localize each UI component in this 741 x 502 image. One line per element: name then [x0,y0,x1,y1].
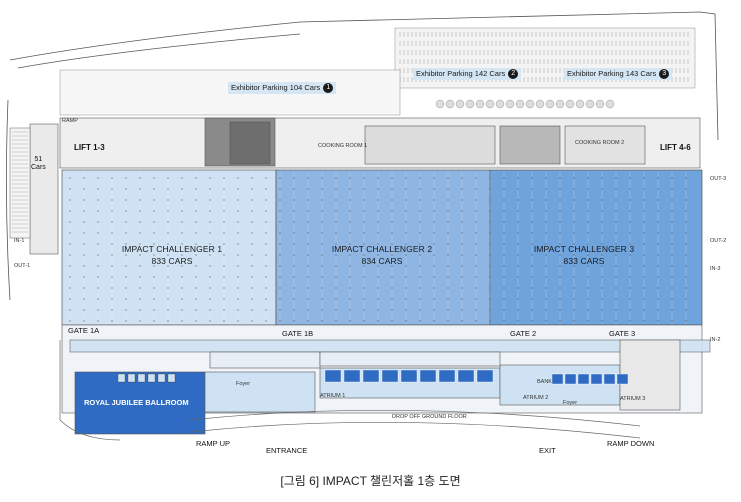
meeting-room [577,373,590,385]
meeting-room [616,373,629,385]
planter [525,99,535,109]
planter [565,99,575,109]
meeting-room [362,369,380,383]
planter [455,99,465,109]
meeting-room [564,373,577,385]
atrium-1: ATRIUM 1 [320,393,346,399]
lift-left: LIFT 1-3 [74,143,105,152]
exit-label: EXIT [539,446,556,455]
planter [485,99,495,109]
bank-label: BANK [537,379,552,385]
atrium-2: ATRIUM 2 [523,395,549,401]
meeting-room-row [117,369,629,385]
foyer-2: Foyer [563,400,578,406]
entrance-label: ENTRANCE [266,446,308,455]
hall-grid [69,172,687,324]
out-1-label: OUT-1 [14,263,31,269]
ramp-label: RAMP [62,118,78,124]
meeting-room [343,369,361,383]
gate-2: GATE 2 [510,329,537,338]
ballroom-window [127,373,136,383]
meeting-room [457,369,475,383]
meeting-room [590,373,603,385]
lower-concourse [61,324,711,435]
meeting-room [400,369,418,383]
out-3-label: OUT-3 [710,176,727,182]
planter [505,99,515,109]
planter [575,99,585,109]
top-parking-zone [59,27,696,116]
planter [545,99,555,109]
meeting-room [438,369,456,383]
in-1-label: IN-1 [14,238,25,244]
meeting-room [603,373,616,385]
cooking-room-1: COOKING ROOM 1 [318,143,368,149]
ballroom-label: ROYAL JUBILEE BALLROOM [84,398,189,407]
in-3-label: IN-3 [710,266,721,272]
meeting-room [324,369,342,383]
lift-right: LIFT 4-6 [660,143,691,152]
gate-1b: GATE 1B [282,329,314,338]
gate-3: GATE 3 [609,329,636,338]
ramp-up-label: RAMP UP [196,439,231,448]
figure-caption: [그림 6] IMPACT 챌린저홀 1층 도면 [280,474,461,488]
left-ramp-parking [9,127,31,239]
atrium-3: ATRIUM 3 [620,396,646,402]
meeting-room [551,373,564,385]
meeting-room [419,369,437,383]
cooking-room-2: COOKING ROOM 2 [575,140,625,146]
planter [595,99,605,109]
hall-3-area [489,169,703,326]
site-boundary [6,11,719,301]
entrance-road [59,340,641,441]
ballroom-window [137,373,146,383]
planter [585,99,595,109]
dropoff-label: DROP OFF GROUND FLOOR [392,414,467,420]
floor-plan [6,11,719,441]
meeting-room [476,369,494,383]
foyer-1: Foyer [236,381,251,387]
service-strip [29,117,701,255]
ballroom-window [167,373,176,383]
planter [495,99,505,109]
hall-2-area [275,169,491,326]
ballroom-window [157,373,166,383]
planter [465,99,475,109]
gate-1a: GATE 1A [68,326,100,335]
planter [605,99,615,109]
ramp-down-label: RAMP DOWN [607,439,655,448]
out-2-label: OUT-2 [710,238,727,244]
planter [445,99,455,109]
ballroom-window [147,373,156,383]
planter [435,99,445,109]
planter [535,99,545,109]
ballroom-window [117,373,126,383]
planter [555,99,565,109]
planter [475,99,485,109]
meeting-room [381,369,399,383]
in-2-label: IN-2 [710,337,721,343]
planter [515,99,525,109]
